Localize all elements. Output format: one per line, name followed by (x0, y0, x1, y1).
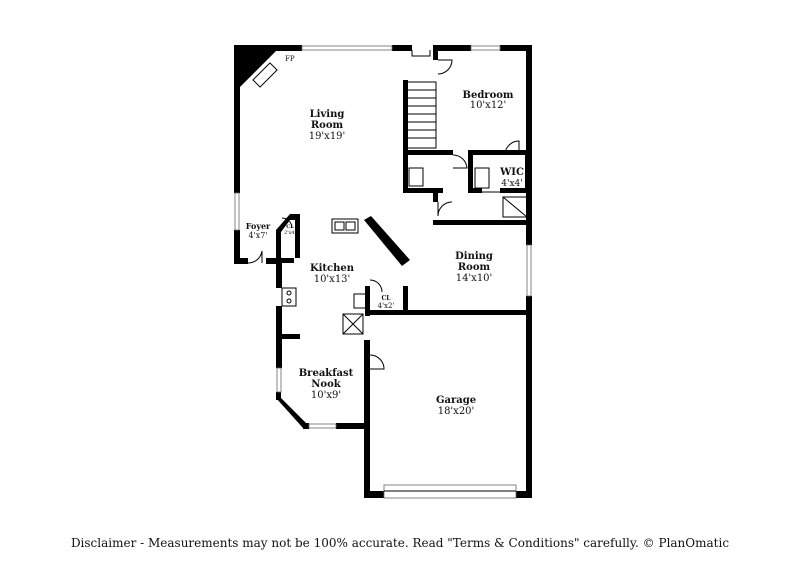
living-room-size: 19'x19' (309, 131, 346, 142)
dining-room-name-1: Dining (455, 251, 493, 262)
windows (234, 45, 532, 499)
foyer-closet-size: 2'x4' (284, 230, 296, 236)
foyer-closet-name: CL (286, 224, 294, 230)
breakfast-nook-size: 10'x9' (311, 390, 341, 401)
living-room-name-1: Living (310, 109, 345, 120)
exterior-walls (234, 45, 532, 498)
breakfast-nook-name-1: Breakfast (299, 368, 354, 379)
fireplace-label: FP (285, 55, 295, 63)
living-room-name-2: Room (311, 120, 344, 131)
room-labels: FP Living Room 19'x19' Bedroom 10'x12' W… (246, 55, 524, 417)
kitchen-closet-name: CL (382, 295, 392, 302)
garage-size: 18'x20' (438, 406, 475, 417)
dining-room-size: 14'x10' (456, 273, 493, 284)
foyer-name: Foyer (246, 221, 271, 231)
doors (247, 50, 520, 370)
kitchen-name: Kitchen (310, 263, 355, 274)
breakfast-nook-name-2: Nook (311, 379, 341, 390)
disclaimer-text: Disclaimer - Measurements may not be 100… (70, 536, 730, 550)
foyer-size: 4'x7' (248, 231, 267, 240)
kitchen-size: 10'x13' (314, 274, 351, 285)
wic-name: WIC (499, 167, 524, 178)
dining-room-name-2: Room (458, 262, 491, 273)
bedroom-name: Bedroom (463, 90, 514, 101)
wic-size: 4'x4' (501, 179, 522, 189)
garage-name: Garage (436, 395, 476, 406)
stairs (405, 81, 437, 149)
bedroom-size: 10'x12' (470, 100, 507, 111)
kitchen-closet-size: 4'x2' (378, 302, 395, 310)
fixtures (252, 62, 528, 335)
